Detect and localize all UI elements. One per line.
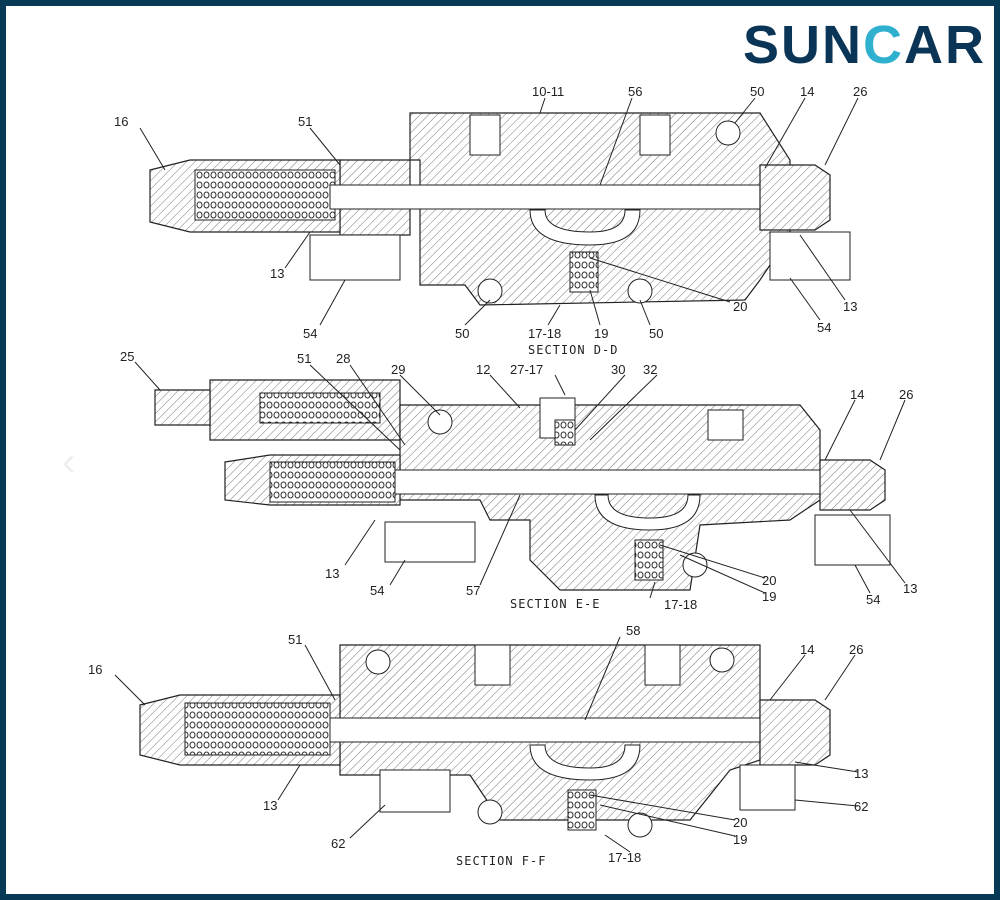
callout-label: 29 — [391, 362, 405, 377]
callout-label: 50 — [750, 84, 764, 99]
callout-label: 57 — [466, 583, 480, 598]
callout-label: 12 — [476, 362, 490, 377]
callout-label: 62 — [331, 836, 345, 851]
callout-label: 13 — [263, 798, 277, 813]
logo-text-accent: C — [863, 15, 904, 75]
prev-arrow-icon[interactable]: ‹ — [62, 440, 76, 484]
callout-label: 26 — [853, 84, 867, 99]
callout-label: 13 — [903, 581, 917, 596]
logo-text: SUN — [742, 15, 863, 75]
callout-label: 51 — [297, 351, 311, 366]
callout-label: 13 — [270, 266, 284, 281]
callout-label: 13 — [325, 566, 339, 581]
callout-label: 19 — [594, 326, 608, 341]
section-d-d — [139, 97, 859, 326]
callout-label: 56 — [628, 84, 642, 99]
callout-label: 20 — [733, 815, 747, 830]
logo-text: AR — [904, 15, 986, 75]
suncar-logo: SUNCAR — [743, 14, 986, 76]
callout-label: 20 — [762, 573, 776, 588]
callout-label: 14 — [800, 642, 814, 657]
callout-label: 54 — [817, 320, 831, 335]
labels-e-e: 25 51 28 29 12 27-17 30 32 14 26 13 54 5… — [120, 349, 917, 612]
callout-label: 50 — [649, 326, 663, 341]
callout-label: 16 — [88, 662, 102, 677]
callout-label: 28 — [336, 351, 350, 366]
callout-label: 10-11 — [532, 84, 564, 99]
callout-label: 17-18 — [608, 850, 641, 865]
callout-label: 19 — [733, 832, 747, 847]
section-title: SECTION F-F — [456, 854, 546, 868]
callout-label: 16 — [114, 114, 128, 129]
callout-label: 14 — [850, 387, 864, 402]
labels-d-d: 10-11 56 50 14 26 16 51 13 54 50 17-18 1… — [114, 84, 867, 357]
section-title: SECTION D-D — [528, 343, 618, 357]
callout-label: 32 — [643, 362, 657, 377]
labels-f-f: 58 51 14 26 16 13 13 62 62 20 19 17-18 S… — [88, 623, 868, 868]
callout-label: 13 — [854, 766, 868, 781]
callout-label: 27-17 — [510, 362, 543, 377]
callout-label: 14 — [800, 84, 814, 99]
callout-label: 25 — [120, 349, 134, 364]
callout-label: 19 — [762, 589, 776, 604]
callout-label: 54 — [303, 326, 317, 341]
section-f-f — [114, 636, 859, 853]
callout-label: 17-18 — [528, 326, 561, 341]
callout-label: 30 — [611, 362, 625, 377]
callout-label: 26 — [849, 642, 863, 657]
callout-label: 50 — [455, 326, 469, 341]
section-title: SECTION E-E — [510, 597, 600, 611]
callout-label: 58 — [626, 623, 640, 638]
callout-label: 54 — [370, 583, 384, 598]
section-e-e — [134, 361, 906, 599]
callout-label: 20 — [733, 299, 747, 314]
callout-label: 17-18 — [664, 597, 697, 612]
callout-label: 54 — [866, 592, 880, 607]
callout-label: 62 — [854, 799, 868, 814]
callout-label: 51 — [298, 114, 312, 129]
callout-label: 13 — [843, 299, 857, 314]
callout-label: 51 — [288, 632, 302, 647]
callout-label: 26 — [899, 387, 913, 402]
